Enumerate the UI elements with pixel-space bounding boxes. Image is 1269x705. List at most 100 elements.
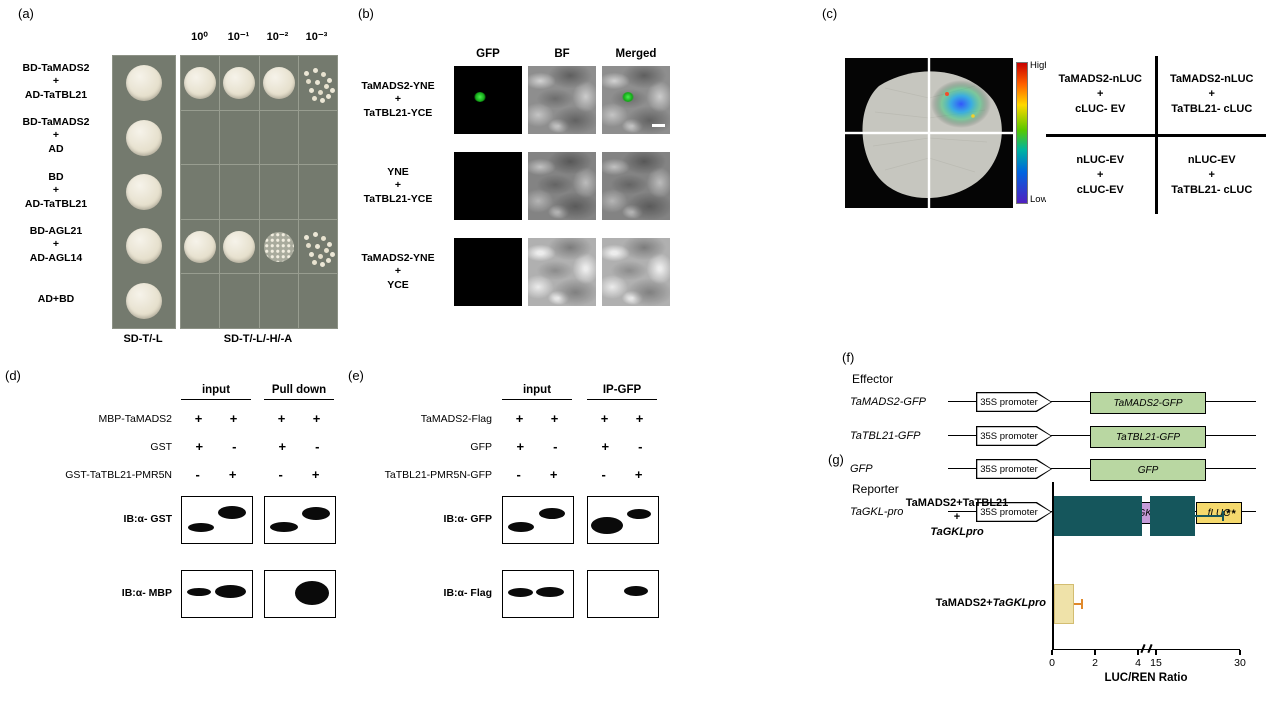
yeast-plate-selection — [180, 55, 338, 329]
panel-a-label: (a) — [18, 6, 34, 21]
plus-minus: + — [195, 439, 204, 454]
bifc-col-header: BF — [554, 48, 570, 60]
fluc-box: fLUC — [1196, 502, 1242, 524]
panel-c-label: (c) — [822, 6, 838, 21]
error-bar-line — [1073, 603, 1083, 605]
y2h-row-label: BD-TaMADS2 + AD — [22, 116, 90, 155]
plus-minus: + — [550, 411, 559, 426]
pe-ip-signs: - + — [587, 466, 657, 484]
plate-cell — [259, 56, 298, 110]
pd-input-signs: + - — [181, 438, 251, 456]
plate-cell — [181, 219, 220, 274]
pe-row-label: TaTBL21-PMR5N-GFP — [384, 469, 492, 481]
bar-category-label: TaMADS2+TaTBL21 + TaGKLpro — [868, 496, 1046, 539]
promoter-arrow: 35S promoter — [976, 426, 1052, 446]
protein-band — [539, 508, 565, 519]
pe-blot-label: IB:α- Flag — [443, 587, 492, 599]
western-blot — [587, 570, 659, 618]
yeast-spot-none — [198, 190, 202, 194]
x-axis-line — [1052, 648, 1240, 650]
plus-minus: - — [638, 439, 643, 454]
x-axis-title: LUC/REN Ratio — [1104, 672, 1188, 684]
plate-cell — [298, 110, 337, 165]
error-bar-cap — [1081, 599, 1083, 609]
dilution-label: 10⁻² — [266, 31, 289, 43]
plate-cell — [259, 274, 298, 328]
protein-band — [508, 588, 533, 597]
bifc-merged-image — [602, 152, 670, 220]
promoter-arrow: 35S promoter — [976, 459, 1052, 479]
plate-cell — [298, 274, 337, 328]
plus-minus: + — [229, 411, 238, 426]
yeast-spot-full — [126, 228, 162, 265]
scale-high-label: High — [1030, 60, 1050, 71]
yeast-spot-none — [316, 135, 320, 139]
x-tick-label: 30 — [1234, 657, 1246, 669]
x-tick — [1239, 650, 1241, 655]
effector-heading: Effector — [852, 372, 894, 386]
yeast-spot-none — [237, 190, 241, 194]
yeast-spot-dots — [301, 230, 335, 264]
quadrant-label-grid: TaMADS2-nLUC + cLUC- EV TaMADS2-nLUC + T… — [1046, 56, 1266, 214]
yeast-spot-none — [198, 299, 202, 303]
reporter-heading: Reporter — [852, 482, 899, 496]
promoter-arrow: 35S promoter — [976, 502, 1052, 522]
plus-minus: - — [601, 467, 606, 482]
x-tick — [1155, 650, 1157, 655]
plate-cell — [181, 110, 220, 165]
plate-cell — [259, 110, 298, 165]
yeast-spot-full — [184, 66, 217, 99]
plus-minus: + — [277, 411, 286, 426]
western-blot — [502, 570, 574, 618]
category-text: TaMADS2+TaTBL21 — [905, 497, 1009, 509]
yeast-spot-full — [223, 230, 256, 263]
y-axis-line — [1052, 482, 1054, 650]
plate-cell — [113, 110, 175, 165]
gene-box: TaTBL21-GFP — [1090, 426, 1206, 448]
western-blot — [264, 570, 336, 618]
plate-cell — [298, 219, 337, 274]
plus-minus: + — [228, 467, 237, 482]
panel-f-label: (f) — [842, 350, 855, 365]
construct-name: TaGKL-pro — [850, 506, 904, 518]
bar-segment — [1053, 584, 1074, 624]
protein-band — [295, 581, 329, 605]
dilution-label: 10⁻¹ — [227, 31, 250, 43]
protein-band — [187, 588, 211, 596]
pd-pulldown-signs: - + — [264, 466, 334, 484]
plate-cell — [113, 273, 175, 329]
plate-cell — [113, 164, 175, 220]
plus-minus: - — [232, 439, 237, 454]
protein-band — [536, 587, 564, 597]
pd-header-input: input — [181, 384, 251, 400]
quadrant-label: TaMADS2-nLUC + cLUC- EV — [1046, 56, 1155, 134]
pd-pulldown-signs: + + — [264, 410, 334, 428]
promoter-arrow-label: 35S promoter — [977, 393, 1051, 411]
protein-band — [218, 506, 246, 519]
bifc-bf-image — [528, 152, 596, 220]
yeast-spot-full — [262, 66, 295, 99]
protein-band — [215, 585, 246, 598]
category-plus: + — [953, 511, 961, 524]
y2h-row-label: BD + AD-TaTBL21 — [24, 171, 88, 210]
luminescence-color-scale — [1016, 62, 1028, 204]
x-tick — [1137, 650, 1139, 655]
pe-blot-label: IB:α- GFP — [443, 513, 492, 525]
yeast-spot-none — [198, 135, 202, 139]
bar-segment — [1150, 496, 1196, 536]
bifc-gfp-image — [454, 238, 522, 306]
bifc-merged-image — [602, 238, 670, 306]
protein-band — [188, 523, 214, 532]
protein-band — [270, 522, 298, 532]
yeast-spot-none — [316, 299, 320, 303]
plate-cell — [113, 219, 175, 274]
protein-band — [591, 517, 623, 534]
plate-cell — [220, 165, 259, 219]
plate-cell — [181, 56, 220, 110]
yeast-spot-full — [126, 65, 162, 102]
yeast-spot-none — [277, 299, 281, 303]
pe-header-input: input — [502, 384, 572, 400]
x-tick — [1094, 650, 1096, 655]
plate-cell — [220, 110, 259, 165]
